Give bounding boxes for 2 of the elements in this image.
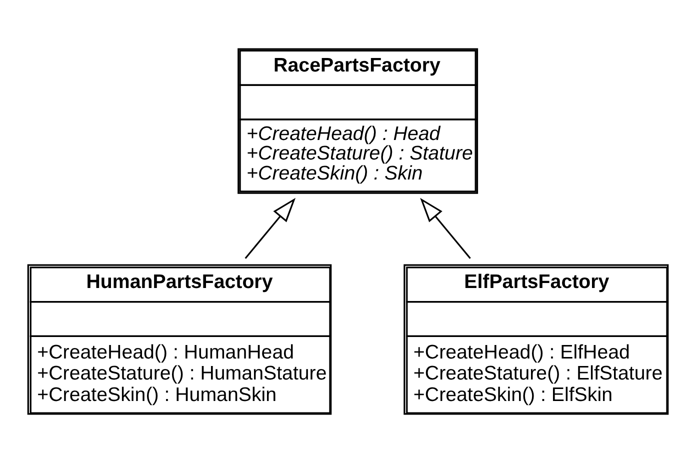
arrow [420,197,471,258]
arrow [244,197,296,258]
